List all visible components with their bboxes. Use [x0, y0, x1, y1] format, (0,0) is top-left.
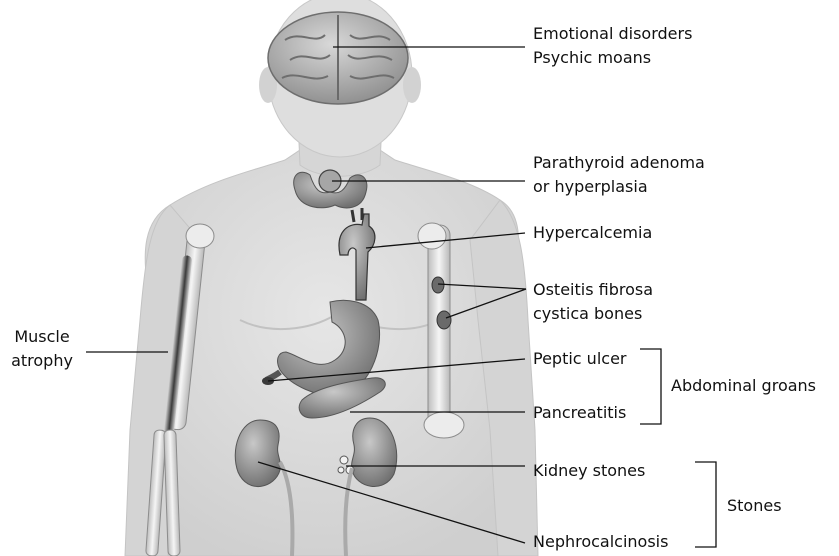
label-stones: Stones — [727, 494, 782, 518]
label-psychic-line: Psychic moans — [533, 46, 692, 70]
label-osteitis-line2: cystica bones — [533, 302, 653, 326]
label-hypercalcemia: Hypercalcemia — [533, 221, 652, 245]
label-parathyroid-line2: or hyperplasia — [533, 175, 705, 199]
bracket-stones — [695, 462, 716, 547]
bone-lesion-lower — [437, 311, 451, 329]
label-emotional-disorders: Emotional disorders Psychic moans — [533, 22, 692, 70]
brain — [268, 12, 408, 104]
label-muscle-line2: atrophy — [6, 349, 78, 373]
thyroid — [294, 170, 367, 208]
bracket-abdominal — [640, 349, 661, 424]
bone-lesion-upper — [432, 277, 444, 293]
label-muscle-line1: Muscle — [6, 325, 78, 349]
label-abdominal-groans: Abdominal groans — [671, 374, 816, 398]
label-parathyroid: Parathyroid adenoma or hyperplasia — [533, 151, 705, 199]
label-parathyroid-line1: Parathyroid adenoma — [533, 151, 705, 175]
right-ear — [403, 67, 421, 103]
label-osteitis-line1: Osteitis fibrosa — [533, 278, 653, 302]
label-kidney-stones: Kidney stones — [533, 459, 645, 483]
label-nephrocalcinosis: Nephrocalcinosis — [533, 530, 668, 554]
label-emotional-line: Emotional disorders — [533, 22, 692, 46]
label-muscle-atrophy: Muscle atrophy — [6, 325, 78, 373]
label-osteitis: Osteitis fibrosa cystica bones — [533, 278, 653, 326]
label-pancreatitis: Pancreatitis — [533, 401, 626, 425]
label-peptic-ulcer: Peptic ulcer — [533, 347, 626, 371]
